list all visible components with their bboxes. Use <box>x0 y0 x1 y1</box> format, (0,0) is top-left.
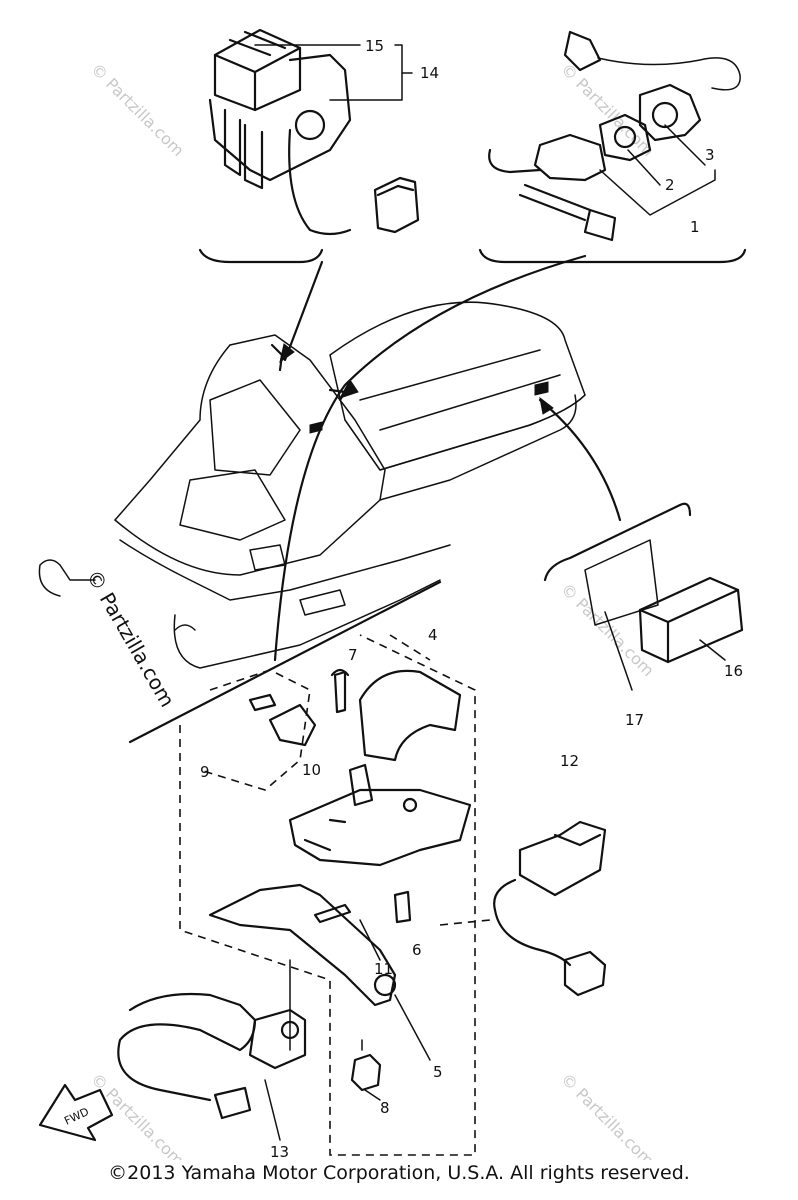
watermark: © Partzilla.com <box>557 59 658 160</box>
leader-arrows <box>273 254 622 662</box>
watermark-dark: © Partzilla.com <box>82 566 180 712</box>
separator-line <box>128 580 442 744</box>
watermark: © Partzilla.com <box>557 579 658 680</box>
callout-5: 5 <box>433 1063 443 1081</box>
watermark: © Partzilla.com <box>557 1069 658 1160</box>
callout-1: 1 <box>690 218 700 236</box>
leader-15 <box>254 44 413 101</box>
callout-17: 17 <box>625 711 644 729</box>
callout-12: 12 <box>560 752 579 770</box>
watermark: © Partzilla.com <box>87 59 188 160</box>
callout-10: 10 <box>302 761 321 779</box>
copyright-notice: ©2013 Yamaha Motor Corporation, U.S.A. A… <box>108 1162 690 1184</box>
callout-8: 8 <box>380 1099 390 1117</box>
fwd-arrow-icon: FWD <box>38 1083 114 1142</box>
leader-1-2-3 <box>599 124 716 216</box>
callout-7: 7 <box>348 646 358 664</box>
callout-3: 3 <box>705 146 715 164</box>
inset-label <box>543 502 744 691</box>
callout-6: 6 <box>412 941 422 959</box>
callout-16: 16 <box>724 662 743 680</box>
callout-4: 4 <box>428 626 438 644</box>
callout-14: 14 <box>420 64 439 82</box>
inset-main-switch <box>478 30 747 264</box>
callout-11: 11 <box>374 960 393 978</box>
callout-9: 9 <box>200 763 210 781</box>
lower-assembly <box>117 634 607 1156</box>
snowmobile-body <box>38 301 586 669</box>
inset-switch-assembly <box>198 28 420 264</box>
callout-15: 15 <box>365 37 384 55</box>
callout-2: 2 <box>665 176 675 194</box>
diagram-drawing: © Partzilla.com © Partzilla.com © Partzi… <box>38 28 747 1160</box>
callout-13: 13 <box>270 1143 289 1160</box>
fwd-label: FWD <box>62 1105 91 1128</box>
